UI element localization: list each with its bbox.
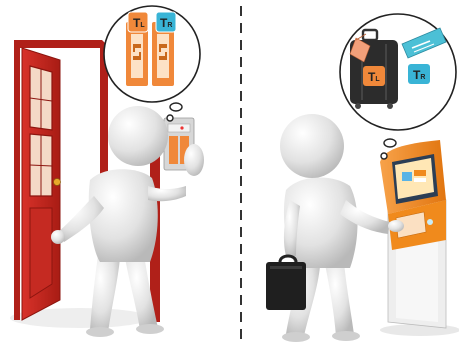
tag-sub-left-2: R <box>167 22 172 29</box>
thought-bubble-right: TL TR <box>340 14 456 159</box>
thought-bubble-left: TL TR <box>104 6 200 121</box>
kiosk-icon <box>380 140 459 336</box>
tag-sub-right-2: R <box>420 74 425 81</box>
tag-sub-left-1: L <box>140 22 145 29</box>
tag-sub-right-1: L <box>375 76 380 83</box>
briefcase-icon <box>266 256 306 310</box>
